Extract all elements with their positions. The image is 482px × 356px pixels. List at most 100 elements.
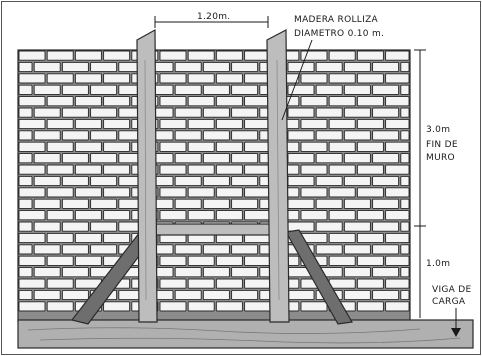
brick [103,301,131,312]
brick [18,107,33,118]
brick [61,289,89,301]
brick [356,187,384,198]
brick [385,301,410,312]
brick [315,130,343,141]
brick [400,153,410,164]
brick [61,130,89,141]
brick [385,278,410,289]
brick [356,141,384,152]
brick [187,301,215,312]
brick [315,175,343,187]
brick [159,187,187,198]
brick [46,232,74,244]
brick [103,232,131,244]
brick [244,164,272,175]
brick [18,187,46,198]
brick [159,210,187,221]
vertical-posts [136,28,290,323]
brick [385,210,410,221]
brick [90,84,118,95]
brick [187,255,215,266]
brick [215,187,243,198]
brick [18,153,33,164]
brick [287,289,315,301]
brick [356,255,384,266]
brick [356,164,384,175]
brick [33,153,61,164]
brick [74,141,102,152]
brick-wall [17,49,411,323]
brick [74,187,102,198]
brick [46,278,74,289]
brick [90,244,118,255]
brick [328,96,356,107]
brick [300,210,328,221]
brick [103,141,131,152]
brick [18,141,46,152]
brick [61,107,89,118]
brick [343,61,371,73]
brick [46,118,74,130]
brick [61,153,89,164]
brick [287,61,315,73]
load-beam [17,319,474,349]
brick [174,289,202,301]
brick [400,267,410,278]
brick [61,267,89,278]
brick [74,50,102,61]
brick [231,289,259,301]
brick [328,278,356,289]
brick [33,107,61,118]
brick [159,141,187,152]
horizontal-brace [154,223,271,236]
brick [356,50,384,61]
brick [400,84,410,95]
brick [300,118,328,130]
brick [315,221,343,232]
left-post [136,28,158,323]
brick [215,141,243,152]
brick [300,301,328,312]
wall-end-label-line1: FIN DE [426,140,458,150]
brick [90,107,118,118]
brick-courses [18,50,410,312]
brick [202,84,230,95]
spacing-label: 1.20m. [197,12,230,22]
brick [187,278,215,289]
brick [385,73,410,84]
brick [74,164,102,175]
brick [328,164,356,175]
brick [159,164,187,175]
brick [202,244,230,255]
brick [18,61,33,73]
brick [61,175,89,187]
brick [244,73,272,84]
brick [300,187,328,198]
brick [174,130,202,141]
brick [159,255,187,266]
brick [33,198,61,209]
brick [328,141,356,152]
brick [328,50,356,61]
brick [18,301,46,312]
brick [343,221,371,232]
brick [300,141,328,152]
brick [356,73,384,84]
brick [33,244,61,255]
brick [244,187,272,198]
brick [215,255,243,266]
brick [61,84,89,95]
brick [400,61,410,73]
brick [385,164,410,175]
brick [300,164,328,175]
brick [287,198,315,209]
brick [315,198,343,209]
brick [215,210,243,221]
brick [18,130,33,141]
height-lower-label: 1.0m [426,259,450,269]
brick [231,61,259,73]
brick [244,96,272,107]
brick [385,96,410,107]
brick [202,107,230,118]
brick [315,153,343,164]
